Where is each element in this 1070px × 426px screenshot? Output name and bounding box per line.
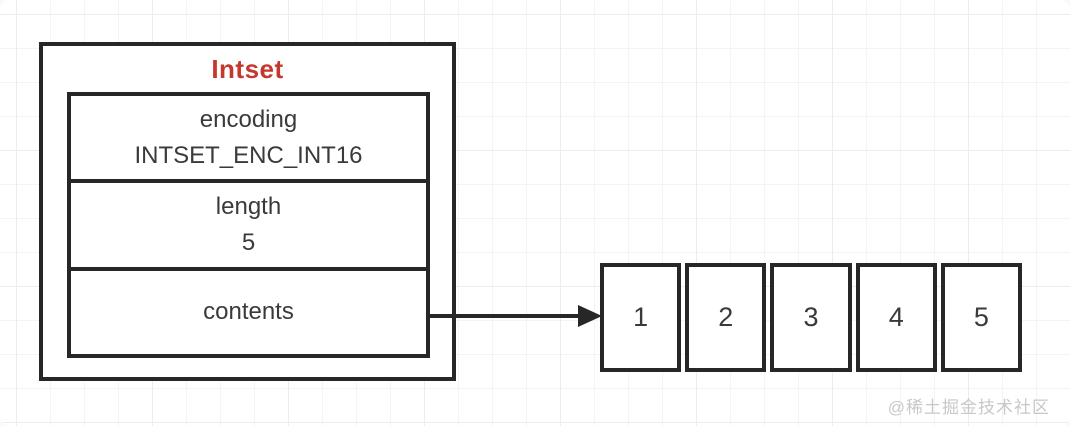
array-cell-2: 2 — [685, 263, 767, 372]
struct-title: Intset — [211, 54, 284, 84]
field-label-encoding: encoding — [199, 105, 298, 133]
field-value-encoding: INTSET_ENC_INT16 — [134, 141, 363, 169]
arrow-head-icon — [578, 305, 602, 327]
watermark: @稀土掘金技术社区 — [887, 398, 1050, 417]
array-cell-3: 3 — [770, 263, 852, 372]
field-label-length: length — [215, 192, 282, 220]
field-label-contents: contents — [203, 298, 294, 326]
field-row-encoding: encoding INTSET_ENC_INT16 — [71, 96, 426, 184]
field-row-length: length 5 — [71, 183, 426, 271]
fields-table: encoding INTSET_ENC_INT16 length 5 conte… — [67, 92, 430, 358]
field-value-length: 5 — [241, 228, 256, 256]
array-cell-4: 4 — [855, 263, 937, 372]
pointer-arrow-icon — [430, 305, 602, 327]
contents-array: 1 2 3 4 5 — [600, 263, 1023, 372]
array-cell-5: 5 — [940, 263, 1023, 372]
field-row-contents: contents — [71, 271, 426, 354]
array-cell-1: 1 — [600, 263, 682, 372]
